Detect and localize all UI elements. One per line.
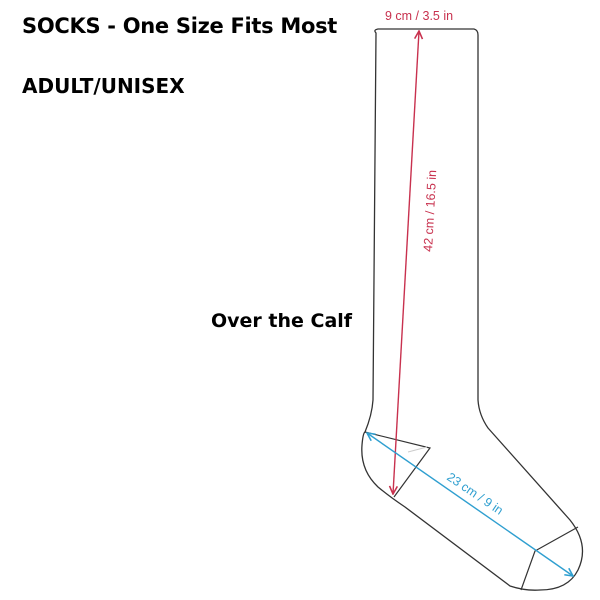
- length-arrow: [393, 31, 419, 494]
- sock-style-label: Over the Calf: [211, 310, 353, 332]
- width-measurement-label: 9 cm / 3.5 in: [385, 9, 453, 23]
- page-title: SOCKS - One Size Fits Most: [22, 14, 338, 38]
- length-measurement-label: 42 cm / 16.5 in: [421, 170, 439, 253]
- size-category: ADULT/UNISEX: [22, 74, 185, 98]
- foot-length-arrow: [367, 433, 573, 576]
